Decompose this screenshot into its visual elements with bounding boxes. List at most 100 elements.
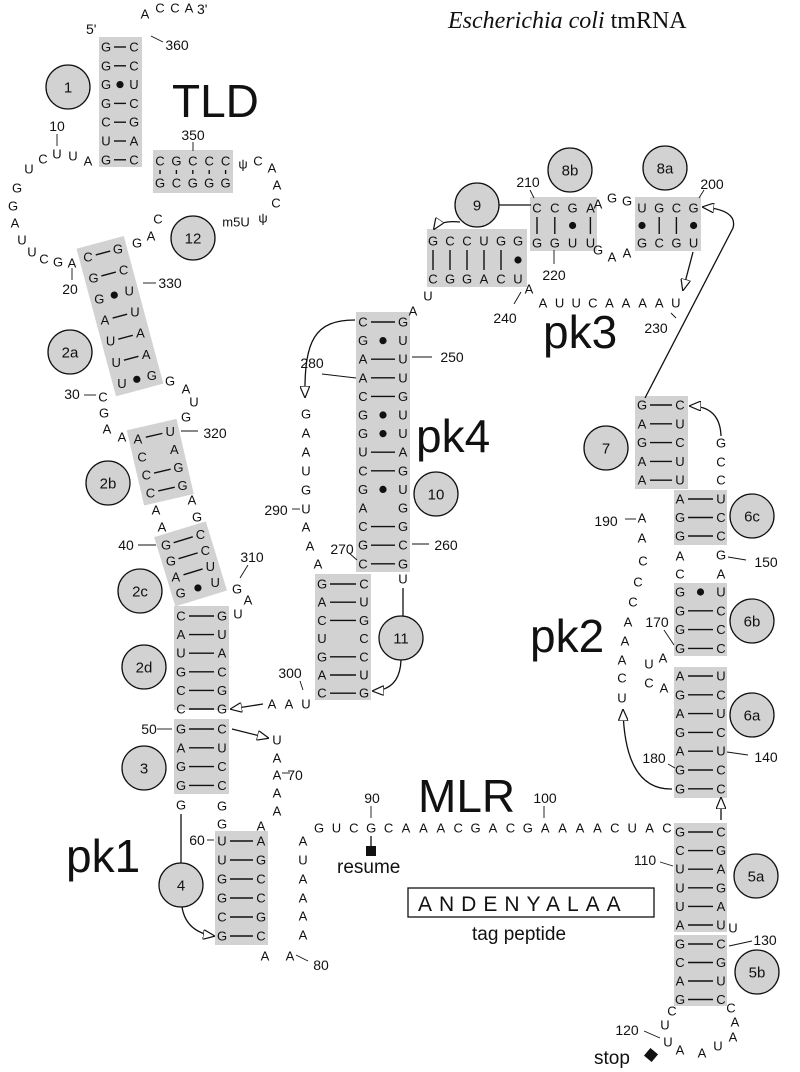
arrow-to-2d [231,704,264,709]
arrow-11 [373,659,402,691]
tag-peptide-label: tag peptide [472,924,566,945]
nucleotide: m5U [222,215,249,230]
h6a-right-strand: UCUCUCC [716,669,725,797]
position-tick [727,556,747,561]
helix-circle-2c: 2c [117,568,163,614]
h8b-box [530,197,597,251]
position-tick [663,629,675,646]
helix-circle-shape [583,425,629,471]
helix-circle-6b: 6b [729,598,775,644]
helix-circle-shape [121,644,167,690]
position-tick [728,940,753,947]
position-number: 290 [264,502,288,518]
helix-circle-shape [729,598,775,644]
position-number: 110 [634,852,657,868]
base-pair [569,221,577,230]
position-number: 360 [165,37,189,53]
base-pair [112,313,128,319]
base-pair [153,468,171,474]
helix-circle-9: 9 [454,182,500,228]
loop-l7_right: GCC [716,436,726,488]
helix-circle-shape [170,215,216,261]
loop-l6cb_left: AC [675,549,684,582]
position-number: 220 [542,267,566,283]
helix-circle-2b: 2b [85,460,131,506]
domain-pk2: pk2 [530,610,604,662]
arrow-4 [181,906,214,936]
helix-circle-shape [47,329,93,375]
position-number: 170 [645,614,669,630]
position-tick [698,189,705,199]
domain-pk1: pk1 [66,830,140,882]
h11-left-strand: GACUGAC [317,577,327,701]
loop-l75: AUAAAA [298,834,307,943]
loop-l5ab: U [728,921,737,936]
loop-l6cb_right: GA [716,548,726,582]
helix-circle-7: 7 [583,425,629,471]
helix-circle-shape [378,615,424,661]
nucleotide: ψ [258,211,267,226]
base-pair [123,355,139,361]
loop-l2ab_right: GAUG [165,374,199,425]
position-number: 20 [62,281,78,297]
helix-circle-shape [642,145,688,191]
three-prime-label: 3' [197,1,207,17]
base-pair [696,588,705,596]
nucleotide: A [273,178,282,193]
h7-left-strand: GAGAA [637,398,647,488]
h6a-left-strand: AGAGAGG [675,669,685,797]
h5b-box [674,935,727,1006]
helix-circle-shape [117,568,163,614]
helix-circle-shape [734,949,780,995]
arrow-7 [690,406,722,437]
position-number: 210 [516,174,540,190]
position-tick [643,1030,661,1039]
helix-label: 8a [657,161,674,178]
helix-label: 2d [136,660,153,677]
helix-circle-shape [158,862,204,908]
helix-circle-11: 11 [378,615,424,661]
position-number: 80 [313,957,329,973]
base-pair [95,250,111,256]
position-number: 260 [434,537,458,553]
loop-l8_bottom: GAA [593,243,632,265]
base-pair [118,334,133,340]
h3-box [174,719,229,794]
helix-circle-2d: 2d [121,644,167,690]
helix-circle-6a: 6a [729,692,775,738]
h1-right-strand: CCUCGAC [129,40,139,168]
helix-circle-shape [454,182,500,228]
stop-marker-icon [643,1047,659,1063]
base-pair [514,256,522,264]
resume-label: resume [337,857,400,878]
h10-box [356,312,410,572]
position-tick [667,763,676,769]
helix-label: 2b [100,476,117,493]
helix-circle-shape [547,147,593,193]
h6c-left-strand: AGG [675,492,685,544]
loop-l9_10: UA [409,289,433,319]
position-tick [670,312,677,319]
arrow-pk2 [623,710,673,790]
base-pair [116,81,124,89]
loop-l4_bottom: AA [261,949,295,964]
helix-circle-5b: 5b [734,949,780,995]
position-number: 230 [644,320,668,336]
position-tick [150,35,164,43]
arrow-pk4 [305,319,356,397]
helix-label: 11 [393,631,409,648]
position-number: 180 [642,750,666,766]
base-pair [158,486,175,492]
stop-label: stop [594,1048,630,1069]
base-pair [690,221,698,230]
position-number: 140 [754,749,778,765]
helix-circle-4: 4 [158,862,204,908]
base-pair [133,375,141,383]
nucleotide: A [268,161,277,176]
tag-peptide-sequence: ANDENYALAA [418,893,628,916]
tag-peptide-box [407,887,655,918]
loop-l2ab_left: CGAA [98,390,126,445]
